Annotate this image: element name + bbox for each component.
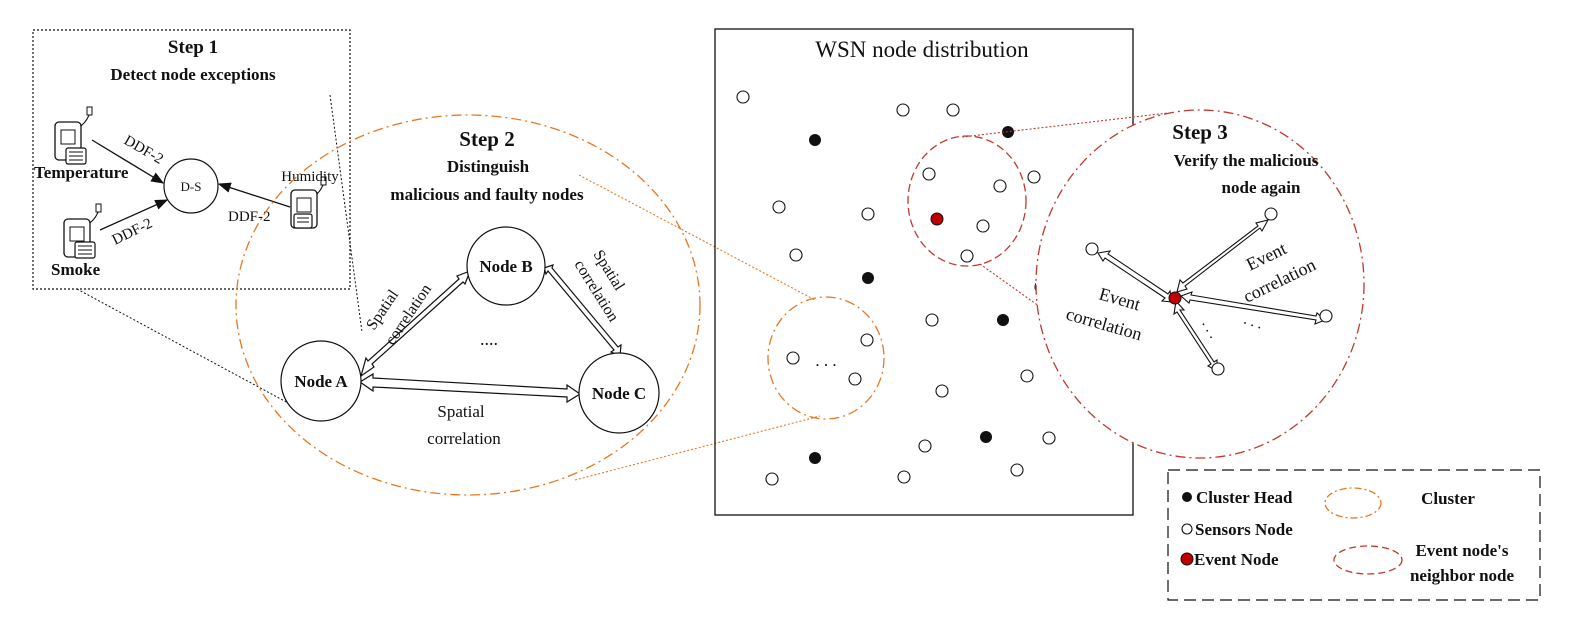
step2-ellipsis: .... [480, 329, 498, 349]
cluster-head-node [862, 272, 874, 284]
zoom-line-step1-a [76, 288, 291, 405]
temperature-to-ds-arrow [91, 139, 165, 184]
step1-subtitle: Detect node exceptions [110, 65, 276, 84]
ddf-label-humidity: DDF-2 [228, 209, 271, 225]
event-arrow-up-right [1176, 219, 1270, 293]
cluster-head-node [1002, 126, 1014, 138]
sensor-node [946, 103, 960, 117]
event-neighbor-ellipse [907, 135, 1027, 267]
sensor-node [935, 384, 949, 398]
wsn-sensor-nodes [736, 90, 1087, 486]
legend-event-node-icon [1180, 552, 1194, 566]
sensor-node [976, 219, 990, 233]
zoom-line-step1-b [329, 94, 363, 333]
cluster-head-node [980, 431, 992, 443]
wsn-title: WSN node distribution [815, 37, 1029, 62]
sensor-node [922, 167, 936, 181]
cluster-head-node [809, 134, 821, 146]
ds-fusion-label: D-S [181, 179, 202, 194]
ddf-label-smoke: DDF-2 [110, 216, 155, 249]
sensor-node [772, 200, 786, 214]
ac-double-arrow-shape [358, 372, 582, 404]
legend-cluster-icon [1324, 487, 1382, 519]
step2-subtitle-2: malicious and faulty nodes [390, 185, 584, 204]
neighbor-node [1085, 242, 1099, 256]
sensor-node [1010, 463, 1024, 477]
sensor-node [1020, 369, 1034, 383]
node-c-label: Node C [592, 384, 646, 403]
sensor-node [993, 179, 1007, 193]
wsn-cluster-heads [809, 126, 1014, 464]
sensor-node [896, 103, 910, 117]
legend-sensor-node-label: Sensors Node [1195, 520, 1293, 539]
temperature-label: Temperature [34, 163, 129, 182]
legend-event-node-label: Event Node [1194, 550, 1279, 569]
step2-title: Step 2 [459, 127, 514, 151]
cluster-head-node [997, 314, 1009, 326]
step2-subtitle-1: Distinguish [447, 157, 530, 176]
sensor-node [897, 470, 911, 484]
legend-cluster-head-label: Cluster Head [1196, 488, 1293, 507]
temperature-sensor-icon [54, 106, 93, 165]
node-a [280, 340, 362, 422]
legend-sensor-node-icon [1181, 523, 1193, 535]
legend: Cluster Head Sensors Node Event Node Clu… [1167, 469, 1541, 601]
sensor-node [860, 333, 874, 347]
sensor-node [861, 207, 875, 221]
neighbor-node [1211, 362, 1225, 376]
smoke-label: Smoke [51, 260, 101, 279]
legend-neighbor-label-2: neighbor node [1410, 566, 1515, 585]
step3-neighbor-nodes [1085, 207, 1333, 376]
humidity-sensor-icon [290, 176, 327, 229]
sensor-node [918, 439, 932, 453]
event-node [930, 212, 944, 226]
sensor-node [765, 472, 779, 486]
step3-panel: Step 3 Verify the malicious node again .… [1035, 109, 1365, 459]
step2-zoom-ellipse [235, 114, 701, 496]
legend-cluster-label: Cluster [1421, 489, 1475, 508]
sensor-node [1042, 431, 1056, 445]
legend-box [1167, 469, 1541, 601]
sensor-node [736, 90, 750, 104]
node-a-label: Node A [294, 372, 348, 391]
step3-title: Step 3 [1172, 120, 1227, 144]
step3-subtitle-2: node again [1222, 178, 1301, 197]
node-c [578, 352, 660, 434]
legend-neighbor-label-1: Event node's [1415, 541, 1508, 560]
step3-zoom-ellipse [1035, 109, 1365, 459]
sensor-node [848, 372, 862, 386]
sensor-node [925, 313, 939, 327]
node-b [466, 226, 546, 306]
zoom-line-step2-a [578, 174, 816, 301]
node-b-label: Node B [479, 257, 532, 276]
smoke-sensor-icon [63, 203, 102, 259]
ab-double-arrow [0, 0, 11, 7]
sensor-node [1027, 170, 1041, 184]
neighbor-node [1264, 207, 1278, 221]
step1-panel: Step 1 Detect node exceptions D-S Temper… [32, 29, 351, 290]
legend-cluster-head-icon [1182, 492, 1192, 502]
neighbor-node [1319, 309, 1333, 323]
legend-neighbor-icon [1333, 545, 1403, 575]
humidity-to-ds-arrow [217, 182, 291, 208]
cluster-ellipsis: . . . [815, 351, 836, 370]
sensor-node [960, 249, 974, 263]
step3-subtitle-1: Verify the malicious [1174, 151, 1319, 170]
zoom-line-step3-a [961, 112, 1169, 138]
zoom-line-step3-b [979, 263, 1086, 340]
sensor-node [786, 351, 800, 365]
step1-title: Step 1 [168, 37, 218, 58]
sensor-node [789, 248, 803, 262]
cluster-head-node [809, 452, 821, 464]
smoke-to-ds-arrow [99, 199, 169, 231]
humidity-label: Humidity [281, 169, 339, 185]
step3-event-node [1168, 291, 1182, 305]
ac-label-2: correlation [427, 429, 501, 448]
cluster-ellipse [767, 296, 885, 420]
ac-label-1: Spatial [437, 402, 484, 421]
step3-dots-b: . . . [1242, 312, 1265, 333]
